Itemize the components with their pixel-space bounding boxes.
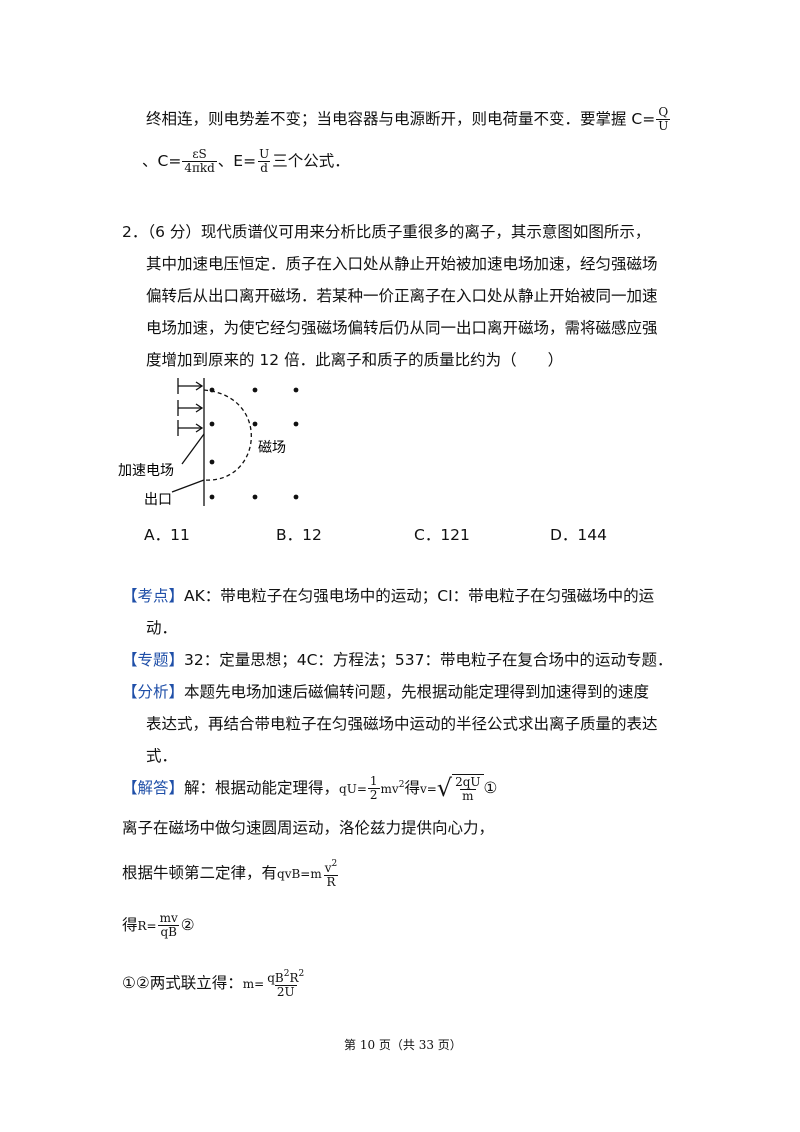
question-line-1: 2．（6 分）现代质谱仪可用来分析比质子重很多的离子，其示意图如图所示， — [122, 223, 651, 241]
exit-label: 出口 — [144, 492, 172, 508]
kaodian-line-1: 【考点】AK：带电粒子在匀强电场中的运动；CI：带电粒子在匀强磁场中的运 — [122, 587, 655, 605]
field-dots — [209, 387, 299, 500]
intro-text-1: 终相连，则电势差不变；当电容器与电源断开，则电荷量不变．要掌握 C= — [146, 110, 656, 128]
accel-leader-line — [181, 433, 205, 465]
question-line-4: 电场加速，为使它经匀强磁场偏转后仍从同一出口离开磁场，需将磁感应强 — [146, 319, 658, 337]
option-c[interactable]: C．121 — [414, 526, 470, 544]
accel-field-label: 加速电场 — [118, 463, 174, 479]
page-footer: 第 10 页（共 33 页） — [344, 1038, 462, 1052]
exit-leader-line — [171, 479, 205, 493]
question-line-5: 度增加到原来的 12 倍．此离子和质子的质量比约为（ ） — [146, 351, 564, 369]
solution-line-b: 离子在磁场中做匀速圆周运动，洛伦兹力提供向心力， — [122, 819, 495, 837]
kaodian-line-2: 动． — [146, 619, 178, 637]
fenxi-line-1: 【分析】本题先电场加速后磁偏转问题，先根据动能定理得到加速得到的速度 — [122, 683, 650, 701]
jieda-tag: 【解答】 — [122, 779, 185, 797]
option-b[interactable]: B．12 — [276, 526, 322, 544]
fenxi-tag: 【分析】 — [122, 683, 185, 701]
option-a[interactable]: A．11 — [144, 526, 190, 544]
fenxi-line-3: 式． — [146, 747, 178, 765]
question-line-3: 偏转后从出口离开磁场．若某种一价正离子在入口处从静止开始被同一加速 — [146, 287, 658, 305]
option-d[interactable]: D．144 — [550, 526, 608, 544]
magnetic-field-label: 磁场 — [258, 440, 286, 456]
question-line-2: 其中加速电压恒定．质子在入口处从静止开始被加速电场加速，经匀强磁场 — [146, 255, 658, 273]
kaodian-tag: 【考点】 — [122, 587, 185, 605]
ion-path-dashed — [203, 389, 252, 481]
zhuanti-line: 【专题】32：定量思想；4C：方程法；537：带电粒子在复合场中的运动专题． — [122, 651, 673, 669]
zhuanti-tag: 【专题】 — [122, 651, 185, 669]
mass-spectrometer-figure: 磁场 加速电场 出口 — [118, 378, 299, 508]
fenxi-line-2: 表达式，再结合带电粒子在匀强磁场中运动的半径公式求出离子质量的表达 — [146, 715, 658, 733]
